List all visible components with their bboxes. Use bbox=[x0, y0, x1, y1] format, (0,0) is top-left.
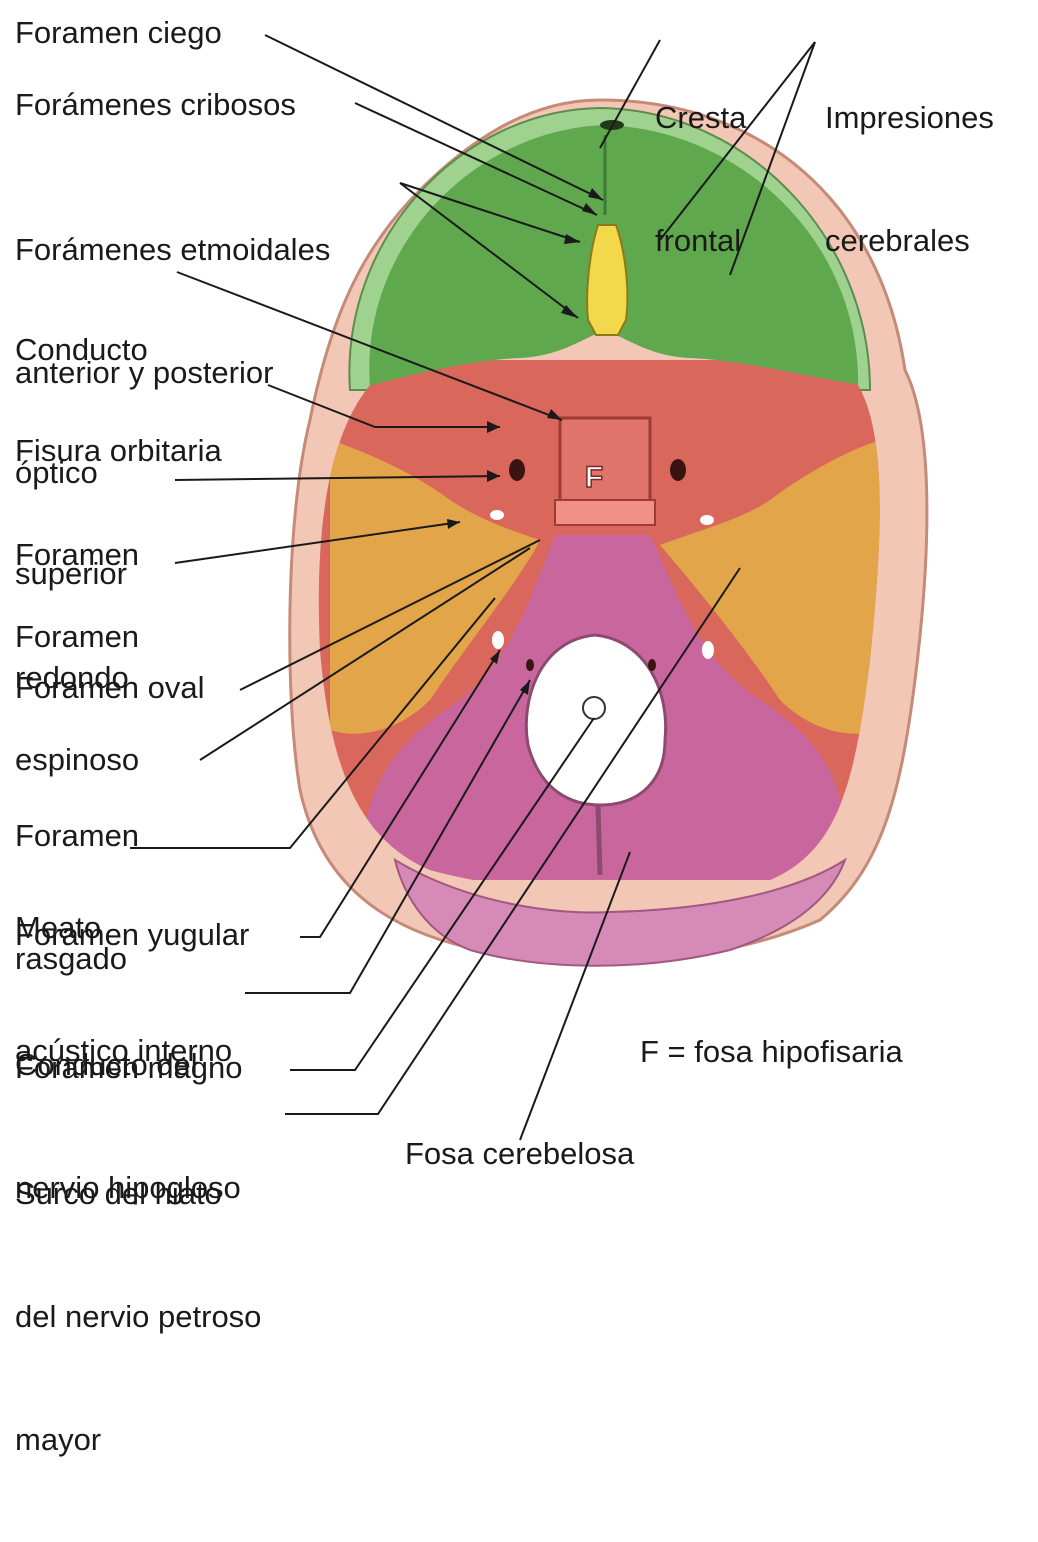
label-foramen-yugular: Foramen yugular bbox=[15, 914, 249, 955]
foramen-magnum-shape bbox=[526, 635, 665, 805]
label-impresiones-cerebrales: Impresiones cerebrales bbox=[825, 15, 994, 343]
label-foramen-magno: Foramen magno bbox=[15, 1047, 242, 1088]
label-impresiones-cerebrales-l2: cerebrales bbox=[825, 220, 994, 261]
label-surco-hiato-l1: Surco del hiato bbox=[15, 1173, 261, 1214]
cribriform-plate bbox=[587, 225, 627, 335]
label-fosa-cerebelosa: Fosa cerebelosa bbox=[405, 1133, 634, 1174]
label-impresiones-cerebrales-l1: Impresiones bbox=[825, 97, 994, 138]
label-cresta-frontal-l2: frontal bbox=[655, 220, 746, 261]
label-foramen-ciego: Foramen ciego bbox=[15, 12, 222, 53]
label-foramen-oval: Foramen oval bbox=[15, 667, 205, 708]
legend-fosa-hipofisaria: F = fosa hipofisaria bbox=[640, 1031, 903, 1072]
label-surco-hiato-l2: del nervio petroso bbox=[15, 1296, 261, 1337]
sella-f-mark: F bbox=[585, 461, 603, 494]
label-surco-hiato: Surco del hiato del nervio petroso mayor bbox=[15, 1091, 261, 1542]
diagram-stage: F Foramen ciego Forámenes cribosos Forám… bbox=[0, 0, 1038, 1210]
label-foramenes-cribosos: Forámenes cribosos bbox=[15, 84, 296, 125]
label-surco-hiato-l3: mayor bbox=[15, 1419, 261, 1460]
label-cresta-frontal: Cresta frontal bbox=[655, 15, 746, 343]
label-foramen-espinoso-l1: Foramen bbox=[15, 616, 139, 657]
foramen-magnum-marker bbox=[583, 697, 605, 719]
label-cresta-frontal-l1: Cresta bbox=[655, 97, 746, 138]
